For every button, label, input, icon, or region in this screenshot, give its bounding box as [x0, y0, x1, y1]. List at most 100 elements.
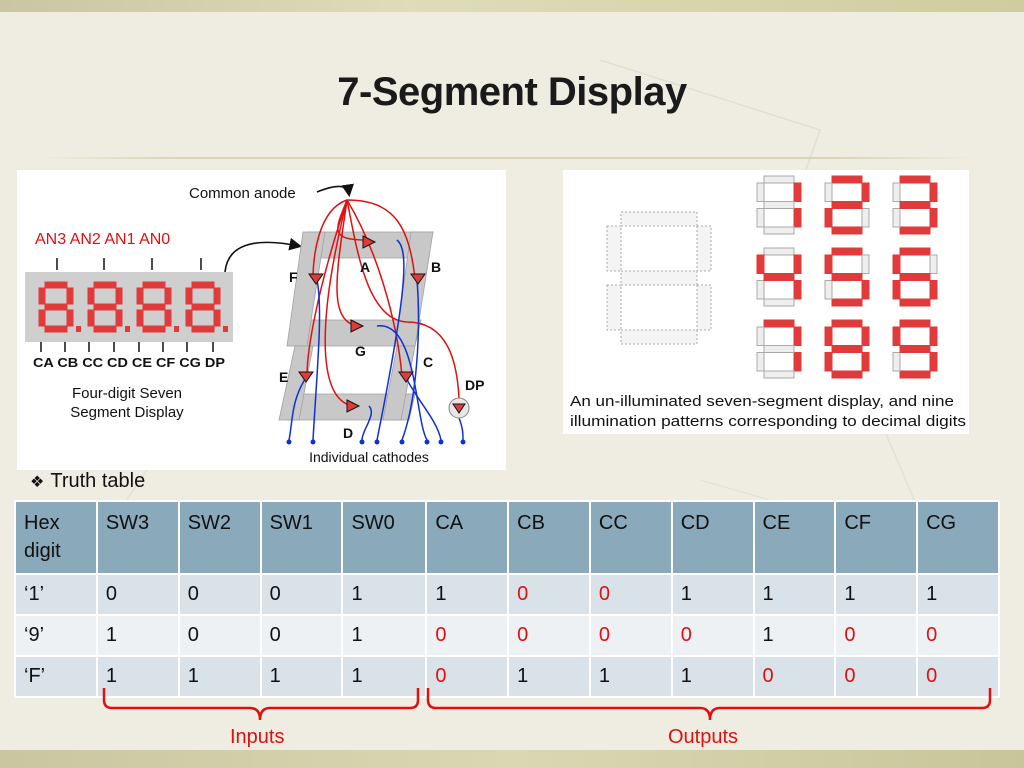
segment-d — [763, 298, 795, 307]
table-cell: 1 — [341, 614, 428, 657]
table-cell: 0 — [259, 573, 344, 616]
table-cell: 0 — [425, 655, 510, 698]
segment-e — [892, 280, 901, 300]
segment-f — [136, 287, 144, 305]
segment-g — [142, 303, 166, 311]
segment-b — [861, 182, 870, 202]
segment-g — [899, 345, 931, 353]
segment-g — [93, 303, 117, 311]
segment-d — [831, 370, 863, 379]
segment-b — [793, 326, 802, 346]
table-cell: 1 — [752, 614, 837, 657]
table-cell: 0 — [916, 655, 1000, 698]
segment-g — [620, 270, 698, 286]
slide-title: 7-Segment Display — [337, 70, 687, 114]
title-divider — [40, 157, 974, 159]
truth-table-heading: ❖Truth table — [30, 470, 145, 493]
table-cell: 1 — [341, 655, 428, 698]
segment-f — [824, 326, 833, 346]
table-cell: 1 — [588, 655, 673, 698]
header-cell: CF — [834, 500, 919, 575]
segment-b — [929, 182, 938, 202]
table-cell: ‘1’ — [14, 573, 98, 616]
segment-f — [824, 254, 833, 274]
bottom-decorative-band — [0, 750, 1024, 768]
segment-e — [824, 280, 833, 300]
segment-b — [929, 326, 938, 346]
header-cell: Hex digit — [14, 500, 98, 575]
header-cell: SW3 — [95, 500, 180, 575]
segment-g — [831, 273, 863, 281]
header-cell: SW0 — [341, 500, 428, 575]
table-cell: 0 — [177, 573, 262, 616]
segment-e — [756, 208, 765, 228]
segment-f — [87, 287, 95, 305]
top-decorative-band — [0, 0, 1024, 12]
segment-f — [756, 326, 765, 346]
header-cell: SW2 — [177, 500, 262, 575]
segment-b — [164, 287, 172, 305]
table-cell: 1 — [752, 573, 837, 616]
anode-labels: AN3 AN2 AN1 AN0 — [35, 231, 170, 248]
segment-a — [831, 319, 863, 328]
segment-d — [620, 329, 698, 345]
diamond-bullet-icon: ❖ — [30, 474, 45, 491]
segment-b — [793, 182, 802, 202]
digit-pattern — [756, 319, 802, 379]
digit-pattern — [824, 319, 870, 379]
digit-pattern — [824, 175, 870, 235]
segment-a — [44, 281, 68, 289]
table-cell: 0 — [259, 614, 344, 657]
segment-d — [831, 226, 863, 235]
segment-g — [831, 201, 863, 209]
table-cell: 1 — [177, 655, 262, 698]
segment-a — [899, 319, 931, 328]
header-cell: CA — [425, 500, 510, 575]
segment-g — [899, 273, 931, 281]
digit-pattern — [756, 247, 802, 307]
segment-a — [831, 247, 863, 256]
digit-pattern — [892, 175, 938, 235]
segment-c — [696, 284, 712, 331]
table-cell: 0 — [916, 614, 1000, 657]
table-cell: 1 — [259, 655, 344, 698]
digit-patterns — [756, 175, 938, 379]
patterns-caption-line2: illumination patterns corresponding to d… — [570, 414, 966, 430]
segment-g — [831, 345, 863, 353]
segment-b — [66, 287, 74, 305]
segment-label-e: E — [279, 369, 288, 385]
segment-d — [44, 325, 68, 333]
segment-b — [861, 254, 870, 274]
segment-g — [763, 273, 795, 281]
segment-d — [763, 370, 795, 379]
table-cell: 0 — [670, 614, 755, 657]
segment-f — [185, 287, 193, 305]
table-cell: 1 — [670, 655, 755, 698]
segment-g — [44, 303, 68, 311]
segment-a — [899, 175, 931, 184]
segment-b — [793, 254, 802, 274]
segment-f — [892, 254, 901, 274]
table-cell: 1 — [507, 655, 591, 698]
segment-c — [861, 208, 870, 228]
segment-c — [66, 309, 74, 327]
segment-c — [793, 280, 802, 300]
table-cell: 0 — [177, 614, 262, 657]
segment-d — [191, 325, 215, 333]
segment-d — [93, 325, 117, 333]
table-cell: 1 — [95, 655, 180, 698]
segment-g — [899, 201, 931, 209]
segment-a — [831, 175, 863, 184]
zoom-arrow — [224, 237, 303, 273]
display-digits — [38, 281, 228, 333]
digit-pattern — [892, 247, 938, 307]
segment-c — [793, 208, 802, 228]
segment-a — [763, 319, 795, 328]
segment-d — [831, 298, 863, 307]
table-cell: ‘F’ — [14, 655, 98, 698]
segment-a — [899, 247, 931, 256]
table-cell: 0 — [507, 573, 591, 616]
